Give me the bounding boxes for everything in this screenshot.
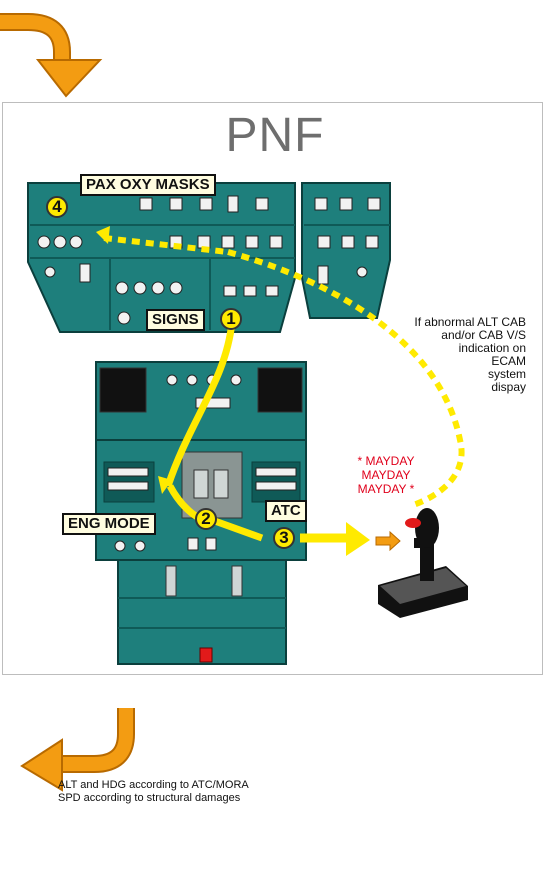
step-1-marker: 1	[220, 308, 242, 330]
top-orange-arrow-icon	[0, 13, 103, 98]
bottom-orange-arrow-icon	[20, 708, 135, 792]
atc-label: ATC	[265, 500, 307, 522]
lower-pedestal	[117, 559, 287, 665]
red-handle	[199, 647, 213, 663]
page-title: PNF	[225, 109, 325, 162]
eng-mode-label: ENG MODE	[62, 513, 156, 535]
arrow-head-atc	[346, 522, 370, 556]
orange-pointer-icon	[375, 530, 401, 552]
abnormal-alt-cab-note: If abnormal ALT CAB and/or CAB V/S indic…	[414, 315, 526, 394]
overhead-knob-row-3	[44, 263, 368, 325]
step-2-marker: 2	[195, 508, 217, 530]
step-3-marker: 3	[273, 527, 295, 549]
signs-label: SIGNS	[146, 309, 205, 331]
mayday-call: * MAYDAY MAYDAY MAYDAY *	[357, 454, 415, 496]
left-display	[99, 367, 147, 413]
arrow-head-oxy	[96, 226, 110, 244]
overhead-switch-row-1	[139, 195, 381, 213]
arrow-head-eng	[158, 476, 172, 494]
overhead-knob-row-2	[37, 235, 379, 249]
step-4-marker: 4	[46, 196, 68, 218]
pilot-figure	[378, 508, 468, 618]
right-display	[257, 367, 303, 413]
bottom-caption: ALT and HDG according to ATC/MORA SPD ac…	[58, 779, 249, 804]
pax-oxy-masks-label: PAX OXY MASKS	[80, 174, 216, 196]
